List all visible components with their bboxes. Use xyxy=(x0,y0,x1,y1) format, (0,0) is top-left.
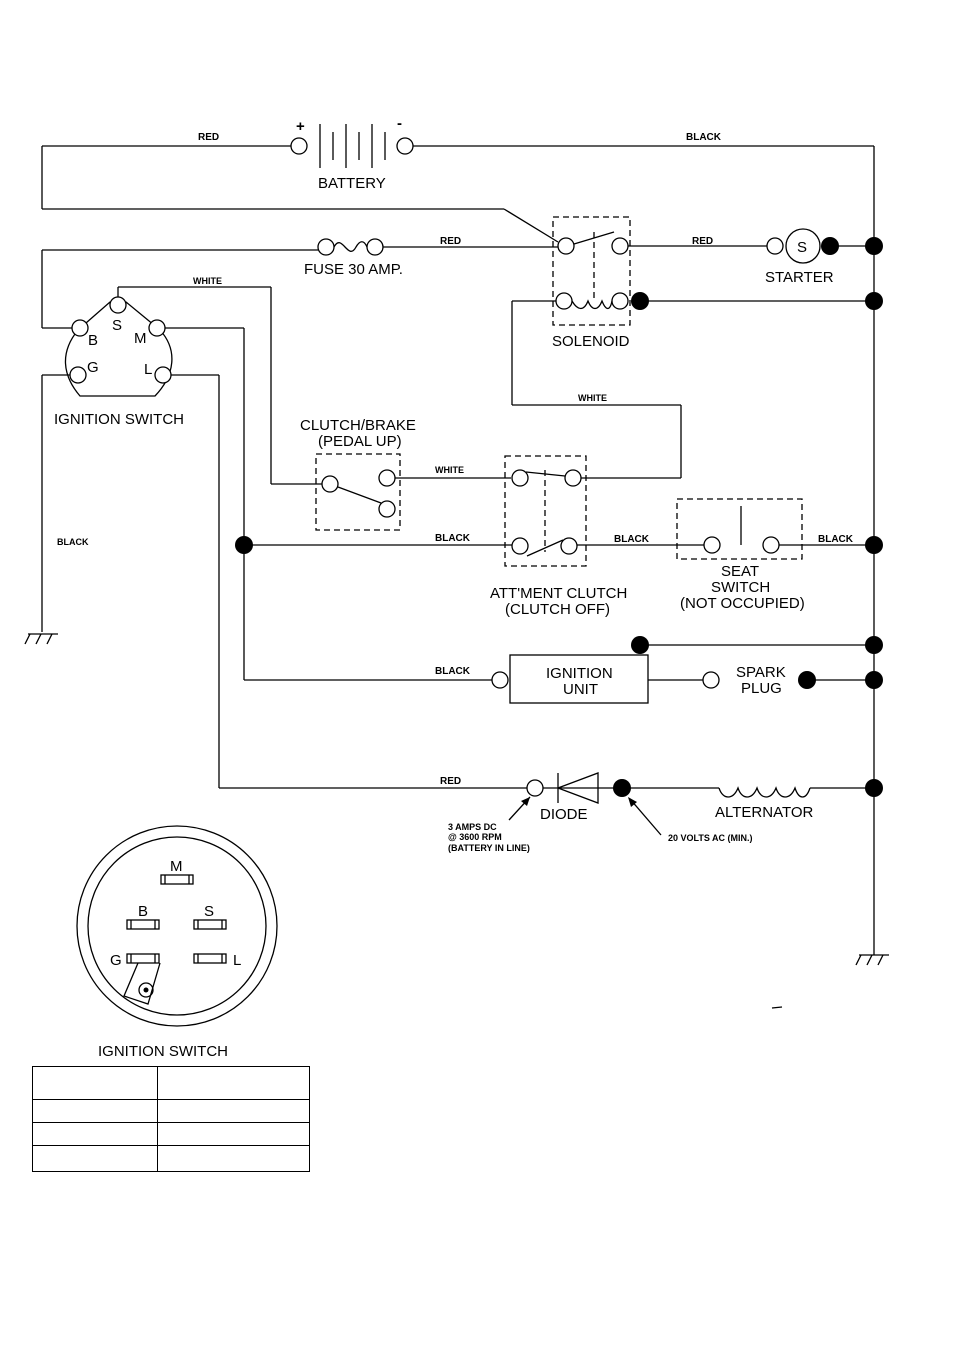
battery-positive-terminal xyxy=(290,137,308,155)
table-row xyxy=(32,1145,310,1172)
ignition-label-b: B xyxy=(88,332,98,349)
clutch-brake-switch: CLUTCH/BRAKE (PEDAL UP) xyxy=(300,417,416,531)
switch-face-title: IGNITION SWITCH xyxy=(98,1043,228,1060)
wire-label-white-s: WHITE xyxy=(193,276,222,286)
switch-face-label-b: B xyxy=(138,903,148,920)
starter: S STARTER xyxy=(765,228,883,286)
battery-minus-sign: - xyxy=(397,115,402,132)
ignition-switch-label: IGNITION SWITCH xyxy=(54,411,184,428)
wire-label-black-clutch: BLACK xyxy=(435,533,471,544)
ignition-terminal-m xyxy=(148,319,166,337)
solenoid: SOLENOID xyxy=(552,216,649,350)
ground-symbol-right xyxy=(855,954,889,966)
table-row xyxy=(32,1066,310,1100)
seat-switch-label-1: SEAT xyxy=(721,563,759,580)
ignition-terminal-b xyxy=(71,319,89,337)
wire-label-red-diode: RED xyxy=(440,776,461,787)
diode-note-3: (BATTERY IN LINE) xyxy=(448,843,530,853)
table-cell xyxy=(157,1122,310,1146)
starter-label: STARTER xyxy=(765,269,834,286)
wire-label-red-fuse: RED xyxy=(440,236,461,247)
alternator-note: 20 VOLTS AC (MIN.) xyxy=(668,833,753,843)
spark-plug-label-1: SPARK xyxy=(736,664,786,681)
seat-switch: SEAT SWITCH (NOT OCCUPIED) xyxy=(676,498,805,612)
fuse: FUSE 30 AMP. RED xyxy=(41,236,560,329)
attachment-clutch-switch: ATT'MENT CLUTCH (CLUTCH OFF) xyxy=(490,455,627,618)
wire-label-black-battery: BLACK xyxy=(686,132,722,143)
clutch-brake-label-2: (PEDAL UP) xyxy=(318,433,402,450)
table-cell xyxy=(32,1145,158,1172)
ignition-switch-face: M B S G L xyxy=(76,825,278,1027)
switch-face-label-g: G xyxy=(110,952,122,969)
ground-symbol-left xyxy=(24,633,58,645)
attachment-clutch-label-1: ATT'MENT CLUTCH xyxy=(490,585,627,602)
battery-label: BATTERY xyxy=(318,175,386,192)
seat-switch-label-3: (NOT OCCUPIED) xyxy=(680,595,805,612)
ignition-unit: IGNITION UNIT xyxy=(491,654,649,704)
switch-face-label-l: L xyxy=(233,952,241,969)
ignition-terminal-l xyxy=(154,366,172,384)
ignition-unit-label-2: UNIT xyxy=(563,681,598,698)
clutch-brake-label-1: CLUTCH/BRAKE xyxy=(300,417,416,434)
table-row xyxy=(32,1099,310,1123)
table-cell xyxy=(32,1099,158,1123)
battery-plus-sign: + xyxy=(296,118,305,135)
ignition-terminal-g xyxy=(69,366,87,384)
ignition-label-l: L xyxy=(144,361,152,378)
wire-label-black-seat: BLACK xyxy=(614,534,650,545)
spark-plug: SPARK PLUG xyxy=(702,664,816,697)
ignition-label-s: S xyxy=(112,317,122,334)
diode: DIODE 3 AMPS DC @ 3600 RPM (BATTERY IN L… xyxy=(448,772,599,853)
attachment-clutch-label-2: (CLUTCH OFF) xyxy=(505,601,610,618)
alternator: ALTERNATOR 20 VOLTS AC (MIN.) xyxy=(628,786,814,843)
switch-face-label-s: S xyxy=(204,903,214,920)
diode-note-2: @ 3600 RPM xyxy=(448,832,502,842)
table-cell xyxy=(157,1099,310,1123)
table-cell xyxy=(157,1066,310,1100)
diode-note-1: 3 AMPS DC xyxy=(448,822,497,832)
spark-plug-label-2: PLUG xyxy=(741,680,782,697)
wire-label-red-starter: RED xyxy=(692,236,713,247)
table-cell xyxy=(157,1145,310,1172)
starter-symbol: S xyxy=(797,239,807,256)
wire-label-white-solenoid: WHITE xyxy=(578,393,607,403)
fuse-label: FUSE 30 AMP. xyxy=(304,261,403,278)
battery: + - BATTERY xyxy=(290,115,414,192)
switch-face-label-m: M xyxy=(170,858,183,875)
ignition-terminal-s xyxy=(109,296,127,314)
ignition-label-g: G xyxy=(87,359,99,376)
alternator-label: ALTERNATOR xyxy=(715,804,814,821)
ignition-switch: S B M G L IGNITION SWITCH xyxy=(54,296,184,428)
wire-label-black-seat-ground: BLACK xyxy=(818,534,854,545)
table-row xyxy=(32,1122,310,1146)
wire-label-black-ground: BLACK xyxy=(57,537,89,547)
wire-label-red-battery: RED xyxy=(198,132,219,143)
ignition-unit-label-1: IGNITION xyxy=(546,665,613,682)
diode-label: DIODE xyxy=(540,806,588,823)
wire-label-white-clutch: WHITE xyxy=(435,465,464,475)
table-cell xyxy=(32,1122,158,1146)
ignition-label-m: M xyxy=(134,330,147,347)
connection-table xyxy=(32,1066,310,1172)
battery-negative-terminal xyxy=(396,137,414,155)
wire-label-black-ignition-unit: BLACK xyxy=(435,666,471,677)
seat-switch-label-2: SWITCH xyxy=(711,579,770,596)
solenoid-label: SOLENOID xyxy=(552,333,630,350)
table-cell xyxy=(32,1066,158,1100)
